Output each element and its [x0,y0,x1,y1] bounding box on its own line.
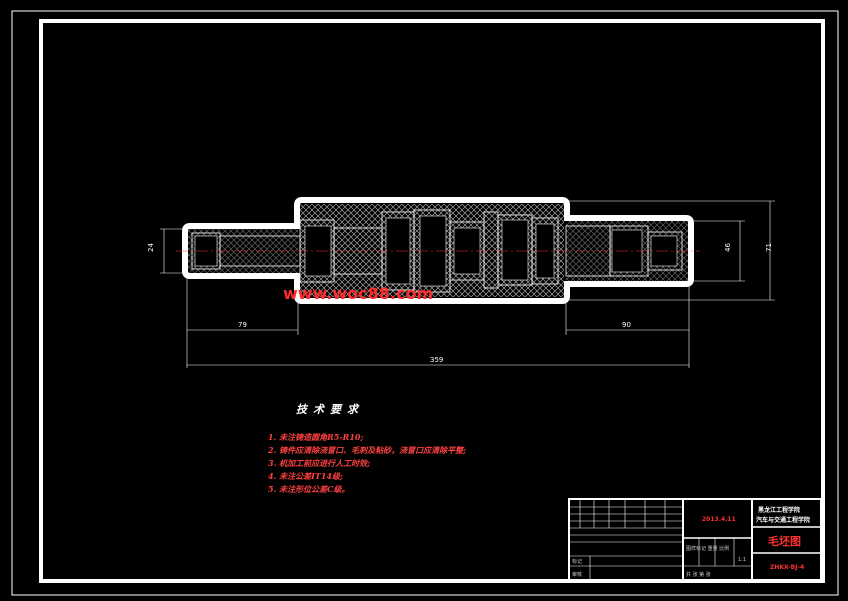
tb-drawing-code: ZHKX-BJ-4 [770,564,804,571]
tb-date: 2013.4.11 [702,516,736,523]
tb-cell-note2: 共 张 第 张 [686,571,711,578]
dim-right-diameter: 46 [724,243,732,252]
tech-req-item: 5. 未注形位公差C级。 [268,484,350,494]
dimension-lines [160,200,775,368]
tech-req-item: 3. 机加工前应进行人工时效; [268,458,370,468]
tb-school-line2: 汽车与交通工程学院 [756,516,810,524]
dim-left-length: 79 [238,321,247,329]
title-block [568,498,822,582]
dim-right-length: 90 [622,321,631,329]
tb-row-label-2: 审核 [572,571,582,578]
tech-req-title: 技术要求 [296,403,364,416]
tb-school-line1: 黑龙江工程学院 [758,506,800,514]
tb-cell-note: 图样标记 重量 比例 [686,545,729,552]
dim-left-diameter: 24 [147,243,155,252]
tb-row-label-1: 标记 [572,558,582,565]
tech-req-item: 2. 铸件应清除浇冒口、毛刺及粘砂，浇冒口应清除平整; [267,445,466,455]
watermark-text: www.woc88.com [283,284,433,303]
tech-req-item: 1. 未注铸造圆角R5-R10; [268,432,363,442]
tech-req-item: 4. 未注公差IT14级; [268,471,343,481]
outer-border [11,10,839,596]
inner-border [39,19,825,583]
tb-drawing-name: 毛坯图 [768,534,801,548]
blank-outline [182,197,694,304]
tb-scale: 1:1 [738,557,746,563]
shaft-blank [176,197,700,304]
dim-total-length: 359 [430,356,443,364]
dim-overall-diameter: 71 [765,243,773,252]
